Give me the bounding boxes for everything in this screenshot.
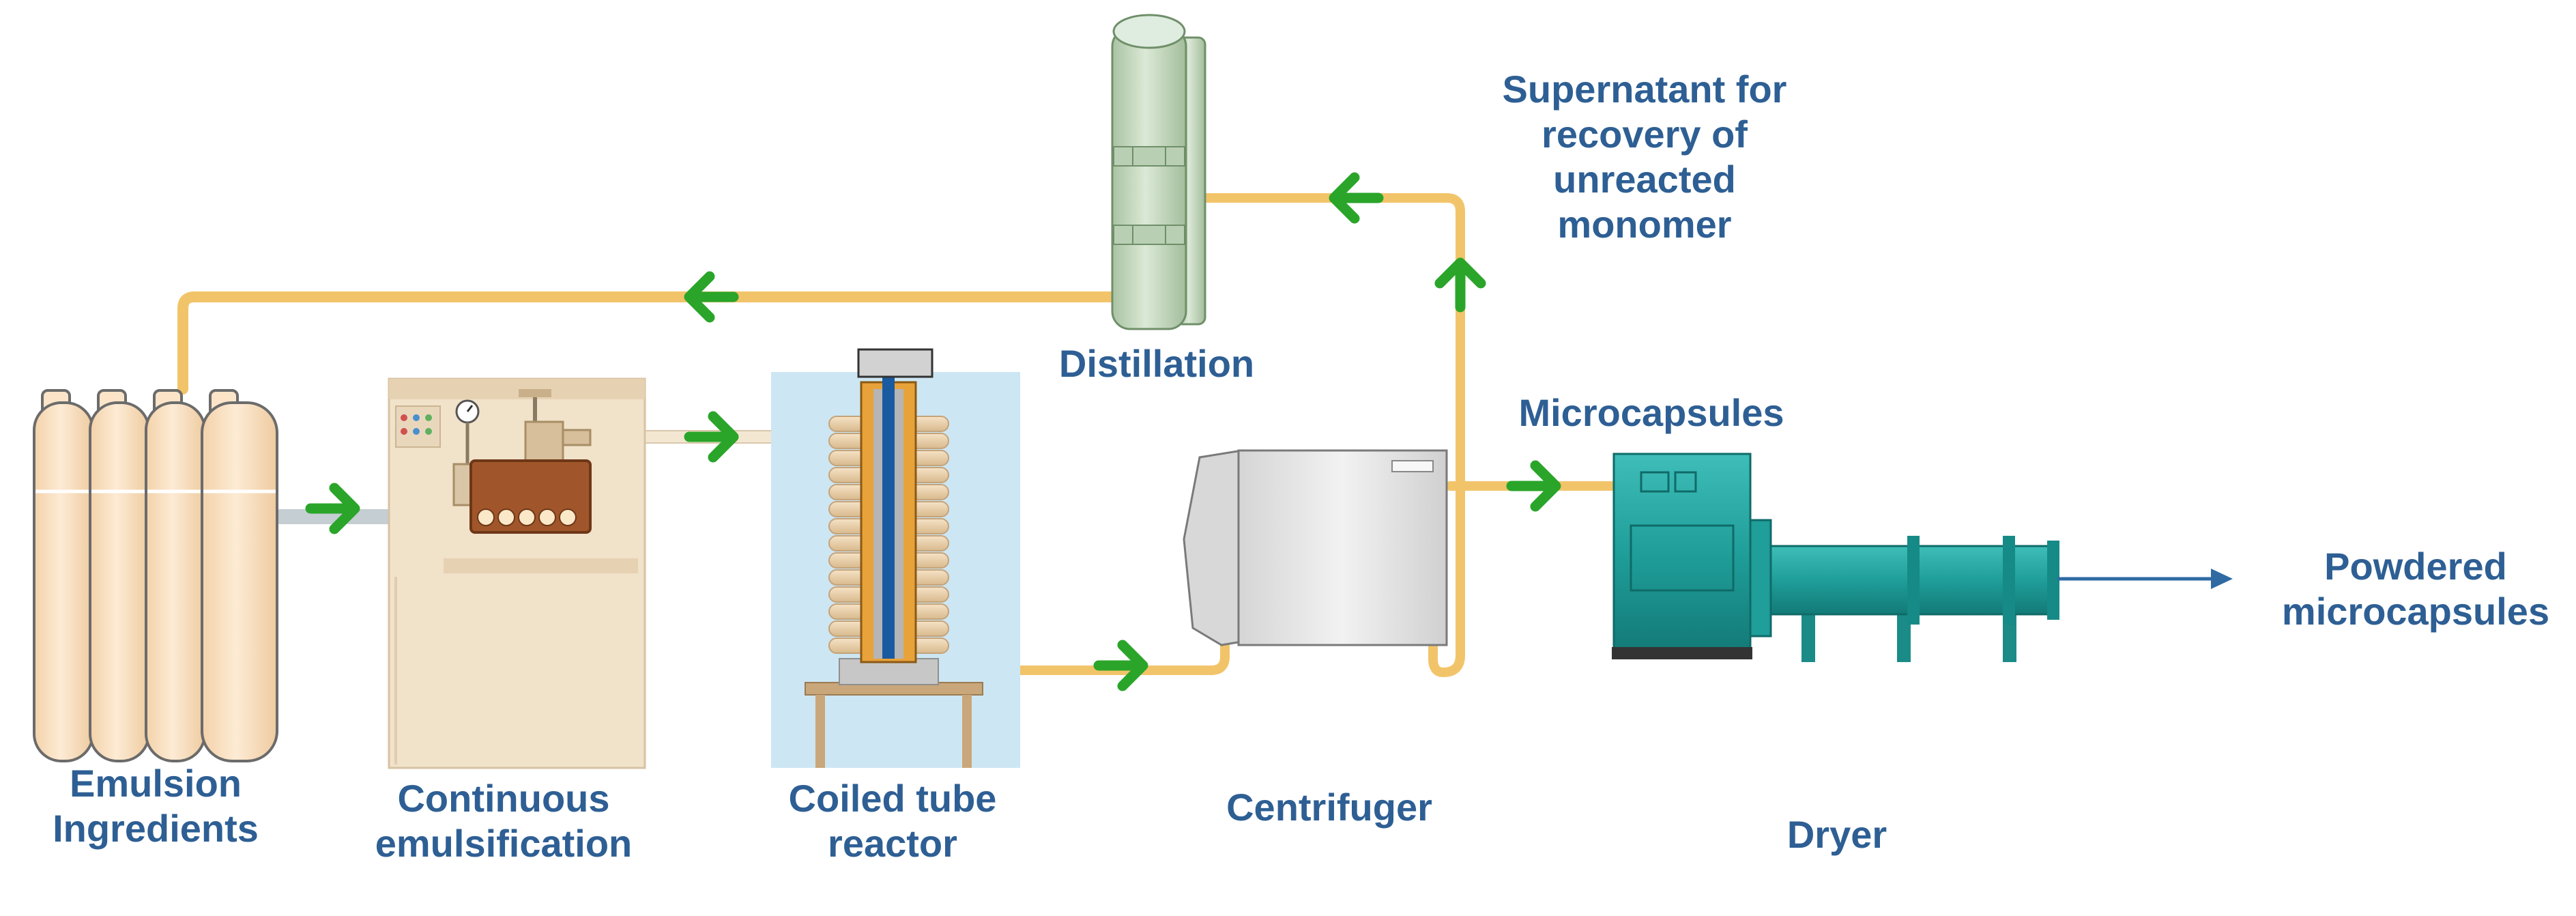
centrifuge <box>1183 449 1448 646</box>
label-dryer: Dryer <box>1786 813 1887 856</box>
label-supernatant: Supernatant for recovery of unreacted mo… <box>1502 68 1787 246</box>
coiled-tube-reactor <box>771 348 1020 768</box>
flow-arrow-right <box>1093 640 1148 691</box>
continuous-emulsifier <box>388 377 646 769</box>
label-coiled-tube-reactor: Coiled tube reactor <box>788 777 997 865</box>
label-continuous-emulsification: Continuous emulsification <box>375 777 633 865</box>
flow-arrow-left <box>1329 172 1384 224</box>
flow-arrows <box>305 172 1561 691</box>
flow-arrow-left <box>684 271 739 323</box>
reactor-outlet-pipe <box>944 637 1230 675</box>
gas-cylinder <box>145 389 206 762</box>
distillation-column <box>1111 14 1206 330</box>
recycle-pipe <box>177 291 1135 395</box>
dryer <box>1612 453 2059 662</box>
label-distillation: Distillation <box>1058 342 1255 385</box>
label-microcapsules: Microcapsules <box>1518 391 1784 434</box>
flow-arrow-right <box>305 483 360 534</box>
gas-cylinder <box>33 389 94 762</box>
label-centrifuger: Centrifuger <box>1226 786 1432 829</box>
flow-arrow-right <box>1506 460 1561 512</box>
supernatant-pipe <box>1200 193 1465 677</box>
gas-cylinder <box>89 389 150 762</box>
flow-arrow-right <box>684 411 739 463</box>
emulsion-ingredients-cylinders <box>33 389 278 762</box>
flow-arrow-up <box>1434 257 1486 313</box>
gas-cylinder <box>201 389 278 762</box>
label-emulsion-ingredients: Emulsion Ingredients <box>53 762 259 850</box>
label-powdered-microcapsules: Powdered microcapsules <box>2281 545 2550 633</box>
output-arrow <box>2057 569 2233 589</box>
